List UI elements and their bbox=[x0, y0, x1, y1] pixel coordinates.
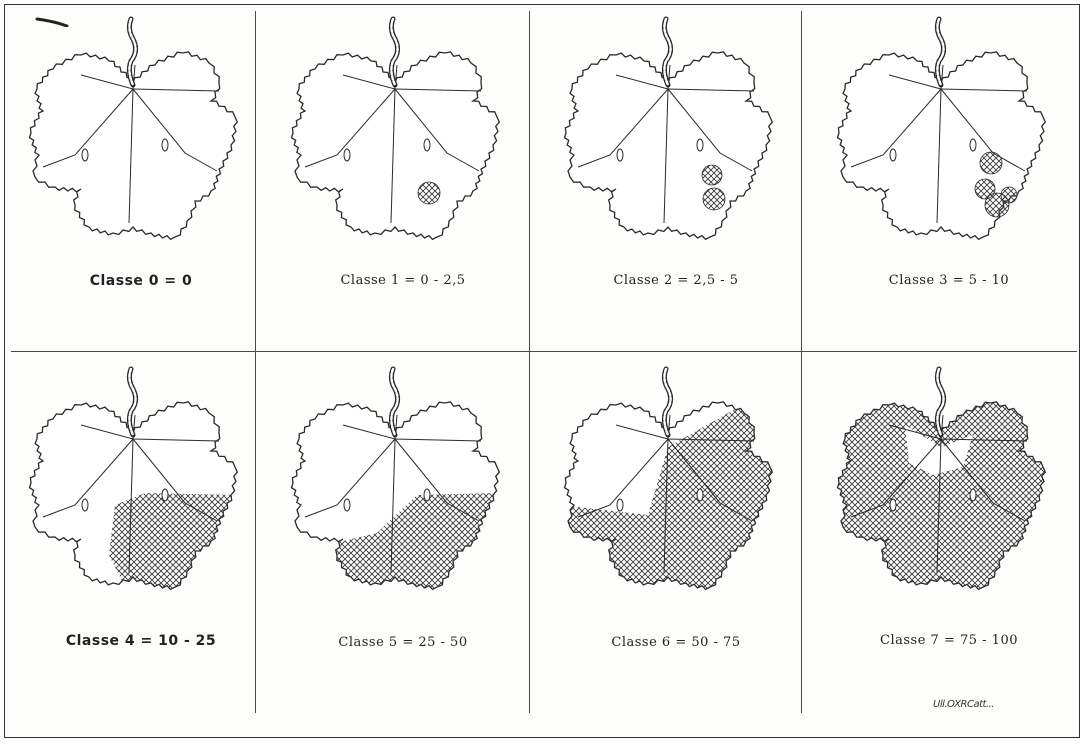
class-caption: Classe 0 = 0 bbox=[5, 273, 277, 289]
leaf-panel-class-7: Classe 7 = 75 - 100 bbox=[813, 355, 1085, 695]
lesion-spot bbox=[418, 182, 440, 204]
class-caption: Classe 2 = 2,5 - 5 bbox=[540, 273, 812, 288]
class-caption: Classe 4 = 10 - 25 bbox=[5, 633, 277, 649]
leaf-panel-class-4: Classe 4 = 10 - 25 bbox=[5, 355, 277, 695]
leaf-sinus bbox=[617, 499, 623, 511]
lesion-spot bbox=[1001, 187, 1017, 203]
lesion-spot bbox=[702, 165, 722, 185]
leaf-sinus bbox=[617, 149, 623, 161]
leaf-drawing bbox=[540, 355, 812, 645]
leaf-sinus bbox=[970, 139, 976, 151]
scan-frame: Classe 0 = 0 Classe 1 = 0 - 2,5 Classe 2… bbox=[4, 4, 1080, 738]
leaf-sinus bbox=[344, 499, 350, 511]
leaf-sinus bbox=[697, 139, 703, 151]
leaf-drawing bbox=[813, 355, 1085, 645]
leaf-sinus bbox=[424, 139, 430, 151]
leaf-sinus bbox=[82, 149, 88, 161]
class-caption: Classe 6 = 50 - 75 bbox=[540, 635, 812, 650]
leaf-drawing bbox=[267, 5, 539, 295]
leaf-sinus bbox=[82, 499, 88, 511]
grid-divider-horizontal bbox=[11, 351, 1077, 352]
leaf-panel-class-3: Classe 3 = 5 - 10 bbox=[813, 5, 1085, 345]
lesion-spot bbox=[980, 152, 1002, 174]
leaf-drawing bbox=[267, 355, 539, 645]
damage-area bbox=[823, 395, 1075, 615]
class-caption: Classe 1 = 0 - 2,5 bbox=[267, 273, 539, 288]
lesion-spot bbox=[703, 188, 725, 210]
leaf-panel-class-5: Classe 5 = 25 - 50 bbox=[267, 355, 539, 695]
leaf-sinus bbox=[697, 489, 703, 501]
class-caption: Classe 7 = 75 - 100 bbox=[813, 633, 1085, 648]
class-caption: Classe 3 = 5 - 10 bbox=[813, 273, 1085, 288]
leaf-panel-class-2: Classe 2 = 2,5 - 5 bbox=[540, 5, 812, 345]
leaf-sinus bbox=[890, 499, 896, 511]
leaf-sinus bbox=[162, 139, 168, 151]
class-caption: Classe 5 = 25 - 50 bbox=[267, 635, 539, 650]
signature: Ull.OXRCatt... bbox=[933, 699, 994, 710]
leaf-sinus bbox=[424, 489, 430, 501]
leaf-panel-class-1: Classe 1 = 0 - 2,5 bbox=[267, 5, 539, 345]
leaf-drawing bbox=[5, 5, 277, 295]
leaf-sinus bbox=[344, 149, 350, 161]
leaf-sinus bbox=[162, 489, 168, 501]
leaf-drawing bbox=[813, 5, 1085, 295]
leaf-sinus bbox=[890, 149, 896, 161]
leaf-drawing bbox=[540, 5, 812, 295]
leaf-drawing bbox=[5, 355, 277, 645]
leaf-sinus bbox=[970, 489, 976, 501]
leaf-panel-class-0: Classe 0 = 0 bbox=[5, 5, 277, 345]
leaf-panel-class-6: Classe 6 = 50 - 75 bbox=[540, 355, 812, 695]
